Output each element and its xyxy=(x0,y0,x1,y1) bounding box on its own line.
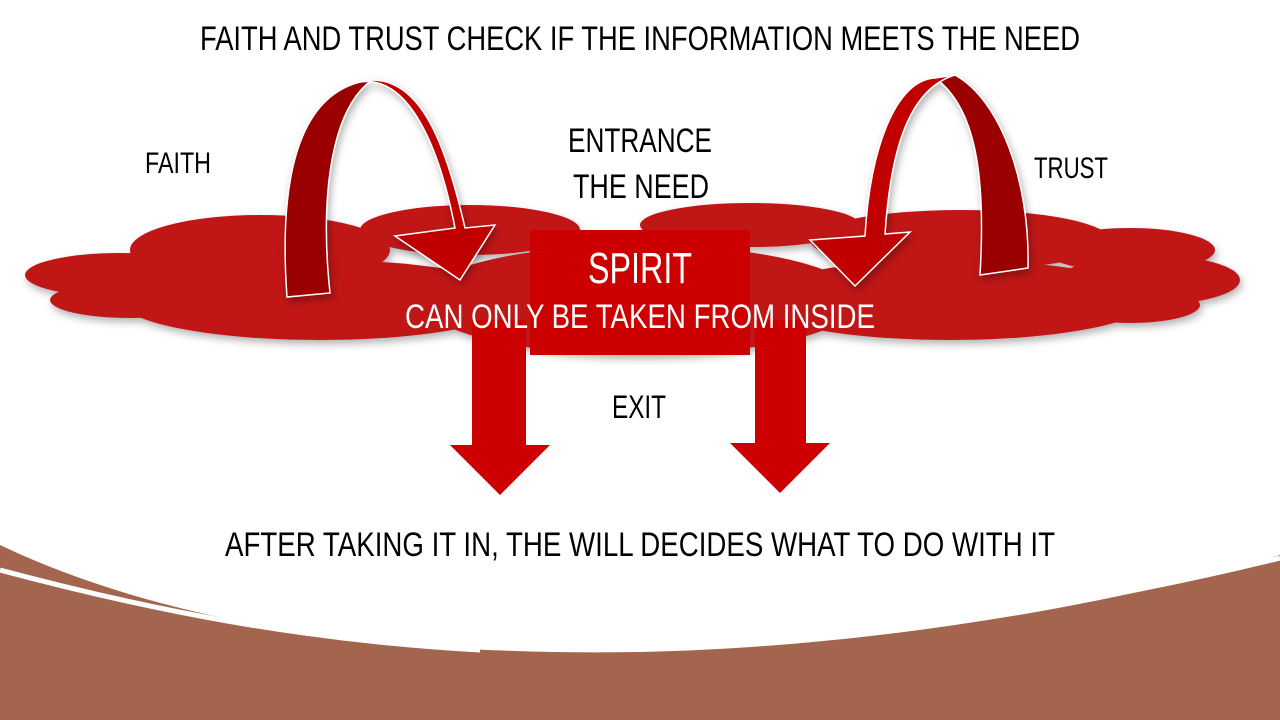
spirit-label: SPIRIT xyxy=(588,244,692,293)
trust-label: TRUST xyxy=(1034,152,1108,185)
exit-label: EXIT xyxy=(612,389,666,425)
footer-band xyxy=(0,545,1280,720)
slide-title: FAITH AND TRUST CHECK IF THE INFORMATION… xyxy=(200,20,1080,58)
spirit-box xyxy=(530,230,750,355)
footer-text: AFTER TAKING IT IN, THE WILL DECIDES WHA… xyxy=(225,526,1055,564)
spirit-sublabel: CAN ONLY BE TAKEN FROM INSIDE xyxy=(405,298,875,336)
faith-curved-arrow-icon xyxy=(284,79,497,298)
faith-label: FAITH xyxy=(145,147,211,180)
the-need-label: THE NEED xyxy=(573,168,709,206)
trust-curved-arrow-icon xyxy=(808,74,1029,288)
entrance-label: ENTRANCE xyxy=(568,122,712,160)
exit-arrow-right-icon xyxy=(730,320,830,493)
exit-arrow-left-icon xyxy=(450,320,550,495)
